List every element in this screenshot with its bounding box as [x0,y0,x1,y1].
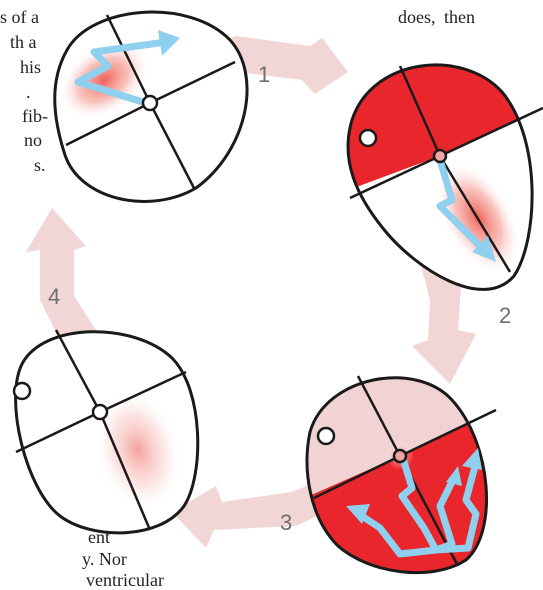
av-node [93,405,107,419]
av-node [394,450,406,462]
cycle-segment-3 [172,482,322,548]
sa-node [360,130,376,146]
sa-node [318,428,334,444]
heart-stage-1 [44,12,248,201]
av-node [434,150,446,162]
step-label-2: 2 [499,303,511,328]
step-label-4: 4 [48,284,60,309]
cycle-segment-4 [26,208,96,340]
heart-stage-2 [300,0,543,289]
sa-node [143,96,157,110]
sa-node [14,383,30,399]
heart-stage-4 [14,330,198,533]
step-label-1: 1 [258,62,270,87]
step-label-3: 3 [280,510,292,535]
heart-stage-3 [300,376,500,582]
